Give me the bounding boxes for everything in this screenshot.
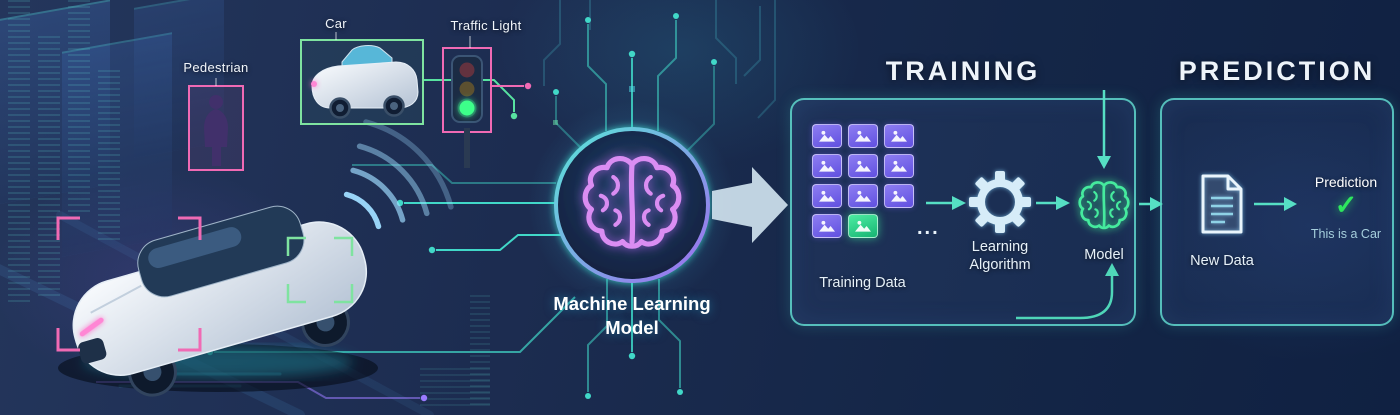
training-data-label: Training Data	[819, 275, 906, 291]
prediction-title: PREDICTION	[1178, 56, 1376, 86]
ml-model-label: Machine Learning Model	[537, 292, 727, 340]
prediction-panel	[1160, 98, 1394, 326]
pedestrian-icon	[204, 95, 228, 166]
photo-icon	[855, 130, 871, 142]
traffic-light-label: Traffic Light	[450, 18, 522, 33]
label-leader-lines	[215, 32, 471, 86]
learning-algorithm-label: Learning Algorithm	[946, 238, 1054, 274]
document-icon	[1201, 174, 1243, 234]
arrow-down-into-model	[1097, 90, 1111, 169]
new-data-label: New Data	[1190, 253, 1254, 269]
detected-car-icon	[311, 45, 419, 119]
image-thumbnail-highlighted	[848, 214, 878, 238]
photo-icon	[819, 130, 835, 142]
photo-icon	[891, 130, 907, 142]
model-brain-icon	[1078, 181, 1130, 230]
car-label: Car	[325, 16, 347, 31]
image-thumbnail	[812, 124, 842, 148]
prediction-label: Prediction	[1314, 174, 1378, 190]
ml-model-label-line2: Model	[605, 317, 659, 339]
image-thumbnail	[848, 184, 878, 208]
green-bracket-corners	[286, 236, 354, 304]
image-thumbnail	[884, 184, 914, 208]
image-thumbnail	[848, 124, 878, 148]
photo-icon	[855, 190, 871, 202]
arrow-algorithm-to-model	[1036, 196, 1070, 210]
code-column	[420, 368, 490, 406]
photo-icon	[891, 160, 907, 172]
training-panel	[790, 98, 1136, 326]
photo-icon	[819, 220, 835, 232]
arrow-data-to-algorithm	[926, 196, 966, 210]
check-icon: ✓	[1334, 190, 1358, 220]
arrow-feedback-loop	[1016, 263, 1119, 320]
thumbnail-ellipsis: ...	[917, 217, 940, 239]
photo-icon	[819, 160, 835, 172]
image-thumbnail	[848, 154, 878, 178]
code-column	[470, 295, 490, 405]
pedestrian-label: Pedestrian	[183, 60, 249, 75]
code-column	[98, 70, 120, 240]
arrow-training-to-prediction	[1139, 197, 1163, 211]
prediction-result-label: This is a Car	[1310, 227, 1382, 241]
gear-icon	[969, 171, 1031, 233]
photo-icon	[891, 190, 907, 202]
model-label: Model	[1084, 247, 1124, 263]
code-column	[38, 36, 60, 296]
code-column	[68, 0, 90, 215]
ml-model-label-line1: Machine Learning	[553, 293, 711, 314]
flow-arrow-to-training	[712, 167, 788, 243]
image-thumbnail	[812, 154, 842, 178]
photo-icon	[819, 190, 835, 202]
training-title: TRAINING	[885, 56, 1041, 86]
photo-icon	[855, 160, 871, 172]
radar-arcs-icon	[343, 119, 454, 230]
ml-model-brain	[528, 101, 736, 309]
image-thumbnail	[812, 184, 842, 208]
learning-algorithm-line2: Algorithm	[969, 257, 1031, 274]
traffic-light-icon	[451, 55, 483, 168]
learning-algorithm-line1: Learning	[971, 239, 1029, 255]
image-thumbnail	[884, 124, 914, 148]
code-column	[8, 0, 30, 305]
image-thumbnail	[812, 214, 842, 238]
autonomous-car-illustration	[56, 205, 378, 397]
training-thumbnail-grid	[812, 124, 914, 238]
arrow-newdata-to-prediction	[1254, 197, 1297, 211]
pink-bracket-corners	[56, 216, 202, 352]
image-thumbnail	[884, 154, 914, 178]
photo-icon	[855, 220, 871, 232]
